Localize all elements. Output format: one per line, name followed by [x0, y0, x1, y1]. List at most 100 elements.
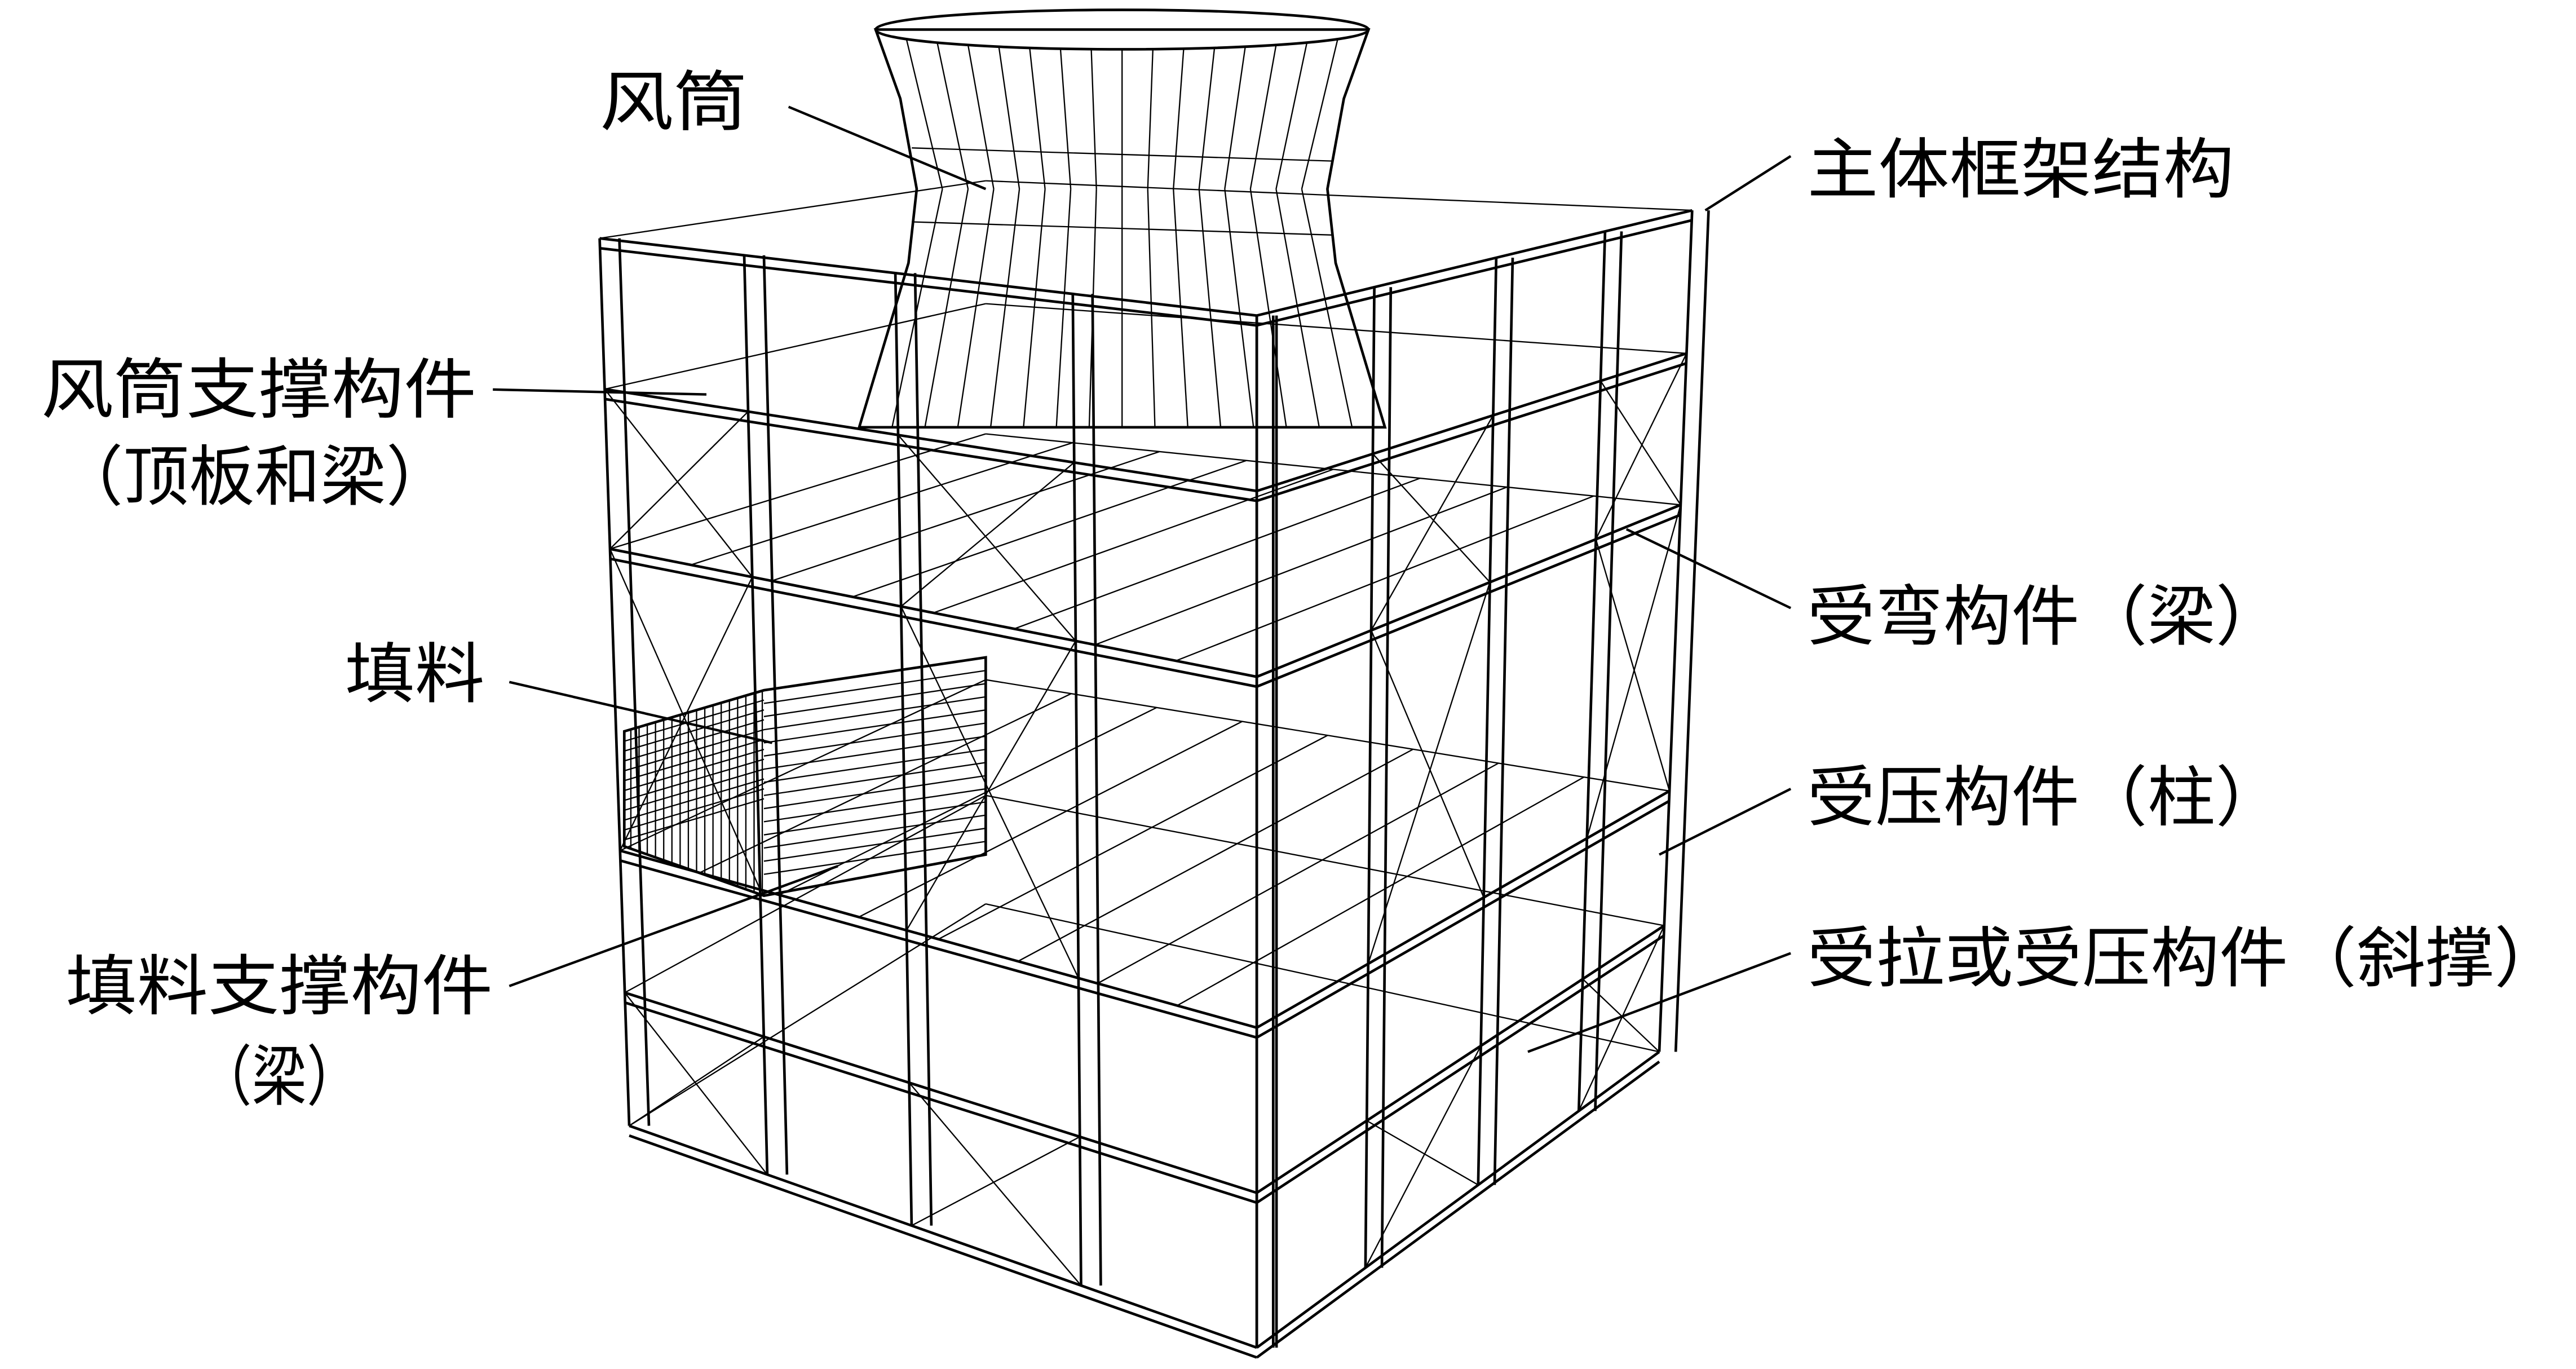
fill-sheet: [624, 798, 765, 841]
fill-sheet: [763, 696, 986, 731]
brace: [1595, 539, 1671, 792]
floor-beam: [1097, 762, 1499, 984]
floor-beam: [1014, 478, 1421, 630]
beam: [620, 849, 1257, 1029]
label-bending-member: 受弯构件（梁）: [1807, 579, 2283, 655]
stack-panel-line: [1147, 189, 1156, 427]
label-fill: 填料: [345, 637, 485, 713]
beam: [1256, 504, 1681, 678]
floor-beam: [771, 451, 1160, 582]
column: [1477, 257, 1498, 1185]
brace: [1595, 353, 1687, 540]
beam: [1256, 209, 1693, 317]
stack-panel-line: [1088, 189, 1097, 427]
column: [598, 238, 631, 1126]
beam: [1256, 924, 1665, 1194]
brace: [1371, 415, 1494, 631]
label-fan-stack: 风筒: [600, 65, 748, 141]
column: [1577, 231, 1607, 1111]
fill-sheet: [624, 690, 765, 732]
column: [1594, 231, 1623, 1111]
floor-beam: [1176, 495, 1594, 662]
column: [1658, 210, 1694, 1052]
fill-sheet: [624, 768, 765, 811]
column: [1674, 210, 1710, 1052]
column: [913, 273, 933, 1226]
stack-panel-line: [924, 188, 969, 428]
fill-sheet: [624, 758, 765, 801]
label-brace-member: 受拉或受压构件（斜撑）: [1807, 921, 2562, 997]
fill-sheet: [763, 683, 986, 717]
column: [1071, 294, 1082, 1286]
stack-panel-line: [1029, 47, 1046, 189]
stack-panel-line: [989, 189, 1020, 427]
fill-sheet: [763, 775, 986, 810]
fill-sheet: [763, 722, 986, 757]
stack-panel-line: [1198, 47, 1216, 189]
stack-panel-line: [957, 189, 995, 428]
brace: [1367, 582, 1491, 964]
floor-beam: [779, 706, 1157, 896]
beam: [599, 237, 1257, 317]
back-beam: [599, 180, 986, 239]
floor-beam: [1177, 776, 1585, 1006]
beam: [609, 557, 1257, 688]
leader-compression-member: [1659, 788, 1792, 856]
beam: [604, 398, 1257, 502]
brace: [604, 388, 753, 578]
stack-panel-line: [967, 45, 995, 189]
stack-panel-line: [1301, 39, 1338, 189]
brace: [1578, 925, 1665, 1111]
floor-beam: [933, 469, 1334, 614]
stack-panel-line: [936, 42, 969, 189]
stack-panel-line: [891, 188, 943, 428]
brace: [609, 549, 761, 890]
leader-fill: [509, 681, 773, 744]
label-main-frame: 主体框架结构: [1807, 132, 2234, 208]
fan-stack: [857, 8, 1387, 429]
fill-sheet: [763, 801, 986, 836]
beam: [1256, 1061, 1660, 1359]
leader-brace-member: [1527, 952, 1791, 1053]
fill-sheet: [763, 656, 986, 691]
beam: [1256, 800, 1671, 1039]
leader-bending-member: [1625, 528, 1792, 610]
brace: [900, 606, 1079, 979]
column: [1364, 287, 1376, 1268]
stack-panel-line: [1173, 48, 1185, 189]
stack-panel-line: [905, 39, 943, 189]
fill-sheet: [624, 788, 765, 831]
fill-sheet: [624, 719, 765, 762]
fill-sheet: [624, 739, 765, 781]
stack-panel-line: [1198, 189, 1222, 427]
fill-sheet: [763, 841, 986, 875]
back-beam: [624, 794, 986, 993]
stack-panel-line: [1275, 188, 1320, 428]
leader-main-frame: [1704, 155, 1792, 211]
stack-panel-line: [1055, 189, 1072, 427]
brace: [905, 641, 1076, 931]
beam: [609, 547, 1257, 678]
fill-sheet: [763, 670, 986, 704]
floor-beam: [1094, 486, 1508, 646]
beam: [1256, 513, 1681, 688]
beam: [1256, 789, 1671, 1029]
stack-panel-line: [1059, 48, 1072, 189]
stack-panel-line: [1301, 188, 1353, 428]
fill-sheet: [763, 748, 986, 783]
leader-stack-support: [493, 388, 707, 396]
floor-beam: [858, 721, 1243, 918]
beam: [1256, 219, 1693, 327]
beam: [604, 387, 1257, 493]
labels: 风筒 主体框架结构 风筒支撑构件 （顶板和梁） 受弯构件（梁） 填料 受压构件（…: [41, 65, 2563, 1115]
floor-beam: [938, 735, 1328, 940]
label-stack-support-2: （顶板和梁）: [58, 439, 452, 515]
column: [894, 273, 913, 1226]
floor-beam: [852, 460, 1247, 598]
brace: [1364, 1045, 1482, 1268]
brace: [1372, 453, 1491, 583]
brace: [624, 992, 768, 1175]
leader-lines: [493, 105, 1792, 1053]
floor-beam: [1018, 748, 1413, 962]
stack-panel-line: [1147, 49, 1154, 189]
